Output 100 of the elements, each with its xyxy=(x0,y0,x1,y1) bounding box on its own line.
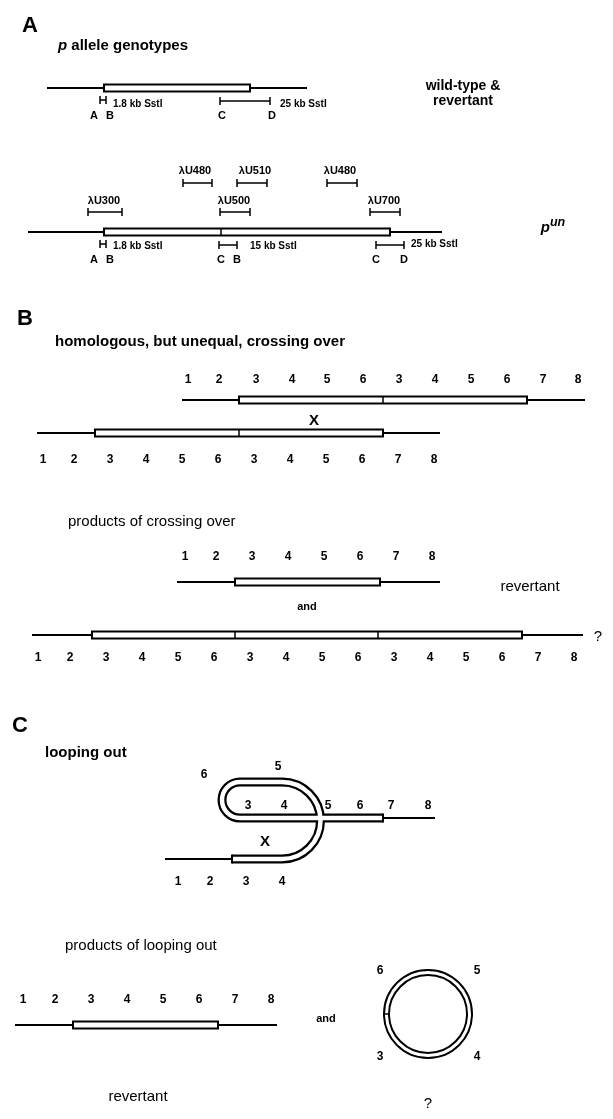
position-number: 5 xyxy=(159,993,167,1007)
question-mark: ? xyxy=(593,627,603,645)
site-letter: D xyxy=(268,108,276,122)
crossover-mark: X xyxy=(309,411,319,429)
fragment-label: 15 kb SstI xyxy=(250,239,297,251)
position-number: 1 xyxy=(19,993,27,1007)
site-letter: B xyxy=(106,252,114,266)
site-letter: B xyxy=(106,108,114,122)
position-number: 8 xyxy=(570,651,578,665)
question-mark: ? xyxy=(423,1094,433,1112)
position-number: 6 xyxy=(358,453,366,467)
position-number: 1 xyxy=(184,373,192,387)
position-number: 1 xyxy=(174,875,182,889)
position-number: 6 xyxy=(356,550,364,564)
position-number: 3 xyxy=(246,651,254,665)
position-number: 2 xyxy=(215,373,223,387)
position-number: 3 xyxy=(390,651,398,665)
position-number: 4 xyxy=(123,993,131,1007)
site-letter: A xyxy=(90,252,98,266)
position-number: 4 xyxy=(286,453,294,467)
panel-letter: C xyxy=(12,712,28,738)
position-number: 8 xyxy=(424,799,432,813)
position-number: 6 xyxy=(195,993,203,1007)
conjunction-label: and xyxy=(316,1011,336,1025)
position-number: 7 xyxy=(392,550,400,564)
position-number: 3 xyxy=(248,550,256,564)
position-number: 2 xyxy=(212,550,220,564)
panel-heading: looping out xyxy=(45,743,127,761)
position-number: 3 xyxy=(242,875,250,889)
position-number: 3 xyxy=(395,373,403,387)
position-number: 7 xyxy=(394,453,402,467)
outcome-label: revertant xyxy=(500,577,560,595)
conjunction-label: and xyxy=(297,599,317,613)
position-number: 2 xyxy=(66,651,74,665)
position-number: 3 xyxy=(376,1050,384,1064)
position-number: 5 xyxy=(178,453,186,467)
position-number: 3 xyxy=(106,453,114,467)
position-number: 4 xyxy=(431,373,439,387)
crossover-mark: X xyxy=(260,832,270,850)
position-number: 3 xyxy=(87,993,95,1007)
position-number: 4 xyxy=(142,453,150,467)
outcome-label: revertant xyxy=(108,1087,168,1105)
allele-label: p$^{un}$ xyxy=(540,216,566,236)
position-number: 8 xyxy=(267,993,275,1007)
position-number: 8 xyxy=(430,453,438,467)
position-number: 7 xyxy=(539,373,547,387)
position-number: 5 xyxy=(320,550,328,564)
position-number: 5 xyxy=(318,651,326,665)
site-letter: C xyxy=(218,108,226,122)
probe-label: λU500 xyxy=(217,193,251,207)
probe-label: λU300 xyxy=(87,193,121,207)
position-number: 5 xyxy=(322,453,330,467)
position-number: 2 xyxy=(206,875,214,889)
panel-heading: homologous, but unequal, crossing over xyxy=(55,332,346,350)
position-number: 5 xyxy=(274,760,282,774)
position-number: 5 xyxy=(473,964,481,978)
position-number: 6 xyxy=(498,651,506,665)
position-number: 5 xyxy=(324,799,332,813)
fragment-label: 1.8 kb SstI xyxy=(113,239,163,251)
position-number: 7 xyxy=(534,651,542,665)
fragment-label: 25 kb SstI xyxy=(280,97,327,109)
position-number: 4 xyxy=(282,651,290,665)
panel-letter: A xyxy=(22,12,38,38)
position-number: 6 xyxy=(359,373,367,387)
position-number: 3 xyxy=(250,453,258,467)
panel-heading: p allele genotypes xyxy=(58,36,189,54)
probe-label: λU480 xyxy=(178,163,212,177)
position-number: 7 xyxy=(231,993,239,1007)
probe-label: λU480 xyxy=(323,163,357,177)
fragment-label: 25 kb SstI xyxy=(411,237,458,249)
site-letter: D xyxy=(400,252,408,266)
probe-label: λU700 xyxy=(367,193,401,207)
position-number: 6 xyxy=(503,373,511,387)
position-number: 4 xyxy=(284,550,292,564)
site-letter: B xyxy=(233,252,241,266)
fragment-label: 1.8 kb SstI xyxy=(113,97,163,109)
position-number: 1 xyxy=(34,651,42,665)
position-number: 4 xyxy=(288,373,296,387)
position-number: 1 xyxy=(39,453,47,467)
position-number: 2 xyxy=(51,993,59,1007)
position-number: 5 xyxy=(174,651,182,665)
position-number: 8 xyxy=(574,373,582,387)
position-number: 3 xyxy=(102,651,110,665)
site-letter: C xyxy=(217,252,225,266)
position-number: 4 xyxy=(426,651,434,665)
position-number: 5 xyxy=(323,373,331,387)
site-letter: A xyxy=(90,108,98,122)
position-number: 6 xyxy=(214,453,222,467)
position-number: 6 xyxy=(354,651,362,665)
probe-label: λU510 xyxy=(238,163,272,177)
position-number: 1 xyxy=(181,550,189,564)
section-subheading: products of looping out xyxy=(65,936,217,954)
position-number: 2 xyxy=(70,453,78,467)
position-number: 6 xyxy=(376,964,384,978)
position-number: 8 xyxy=(428,550,436,564)
position-number: 4 xyxy=(280,799,288,813)
position-number: 4 xyxy=(138,651,146,665)
position-number: 3 xyxy=(244,799,252,813)
position-number: 4 xyxy=(473,1050,481,1064)
site-letter: C xyxy=(372,252,380,266)
